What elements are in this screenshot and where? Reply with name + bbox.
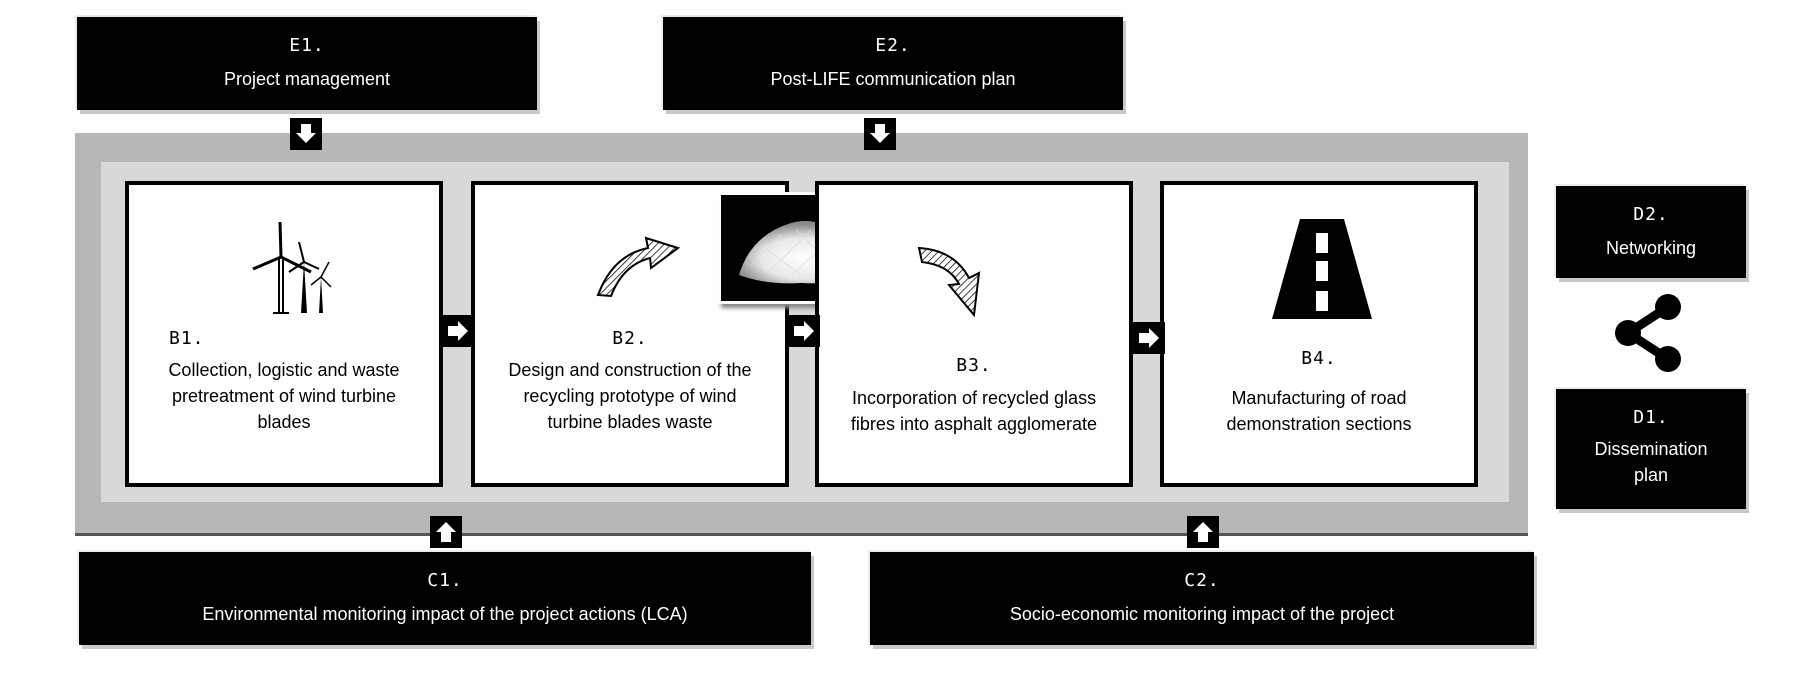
card-b1: B1. Collection, logistic and waste pretr… <box>125 181 443 487</box>
box-d1-label-line2: plan <box>1633 465 1669 485</box>
card-b3: B3. Incorporation of recycled glass fibr… <box>815 181 1133 487</box>
down-arrow-icon <box>290 118 322 150</box>
wind-turbine-icon <box>252 221 332 314</box>
box-d1-label-line1: Dissemination <box>1594 439 1708 459</box>
box-e2-label: Post-LIFE communication plan <box>770 69 1016 89</box>
box-e2: E2. Post-LIFE communication plan <box>663 17 1123 110</box>
box-c1-label: Environmental monitoring impact of the p… <box>202 604 688 624</box>
box-d2-code: D2. <box>1633 204 1669 225</box>
card-b4-line2: demonstration sections <box>1226 414 1412 434</box>
box-e1: E1. Project management <box>77 17 537 110</box>
box-e2-code: E2. <box>875 35 911 56</box>
card-b4-code: B4. <box>1301 348 1337 369</box>
card-b1-line3: blades <box>257 412 311 432</box>
box-d2: D2. Networking <box>1556 186 1746 278</box>
card-b1-line2: pretreatment of wind turbine <box>171 386 397 406</box>
box-d2-label: Networking <box>1605 238 1697 258</box>
box-e1-label: Project management <box>223 69 391 89</box>
box-d1: D1. Dissemination plan <box>1556 389 1746 509</box>
up-arrow-icon <box>430 516 462 548</box>
card-b2-code: B2. <box>612 328 648 349</box>
card-b1-code: B1. <box>169 328 205 349</box>
right-arrow-icon <box>442 315 474 347</box>
card-b4: B4. Manufacturing of road demonstration … <box>1160 181 1478 487</box>
box-d1-code: D1. <box>1633 407 1669 428</box>
curved-arrow-down-icon <box>917 246 981 318</box>
right-arrow-icon <box>1133 322 1165 354</box>
box-c2: C2. Socio-economic monitoring impact of … <box>870 552 1534 645</box>
box-c1-code: C1. <box>427 570 463 591</box>
share-icon <box>1615 294 1681 372</box>
card-b3-code: B3. <box>956 355 992 376</box>
up-arrow-icon <box>1187 516 1219 548</box>
curved-arrow-icon <box>596 236 681 298</box>
box-c2-label: Socio-economic monitoring impact of the … <box>1009 604 1395 624</box>
box-c1: C1. Environmental monitoring impact of t… <box>79 552 811 645</box>
road-icon <box>1272 219 1372 319</box>
card-b3-line1: Incorporation of recycled glass <box>851 388 1097 408</box>
card-b3-line2: fibres into asphalt agglomerate <box>850 414 1098 434</box>
card-b2-line3: turbine blades waste <box>547 412 713 432</box>
down-arrow-icon <box>864 118 896 150</box>
box-c2-code: C2. <box>1184 570 1220 591</box>
box-e1-code: E1. <box>289 35 325 56</box>
card-b2-line1: Design and construction of the <box>508 360 752 380</box>
card-b2-line2: recycling prototype of wind <box>523 386 737 406</box>
right-arrow-icon <box>788 315 820 347</box>
card-b4-line1: Manufacturing of road <box>1231 388 1407 408</box>
card-b1-line1: Collection, logistic and waste <box>168 360 400 380</box>
